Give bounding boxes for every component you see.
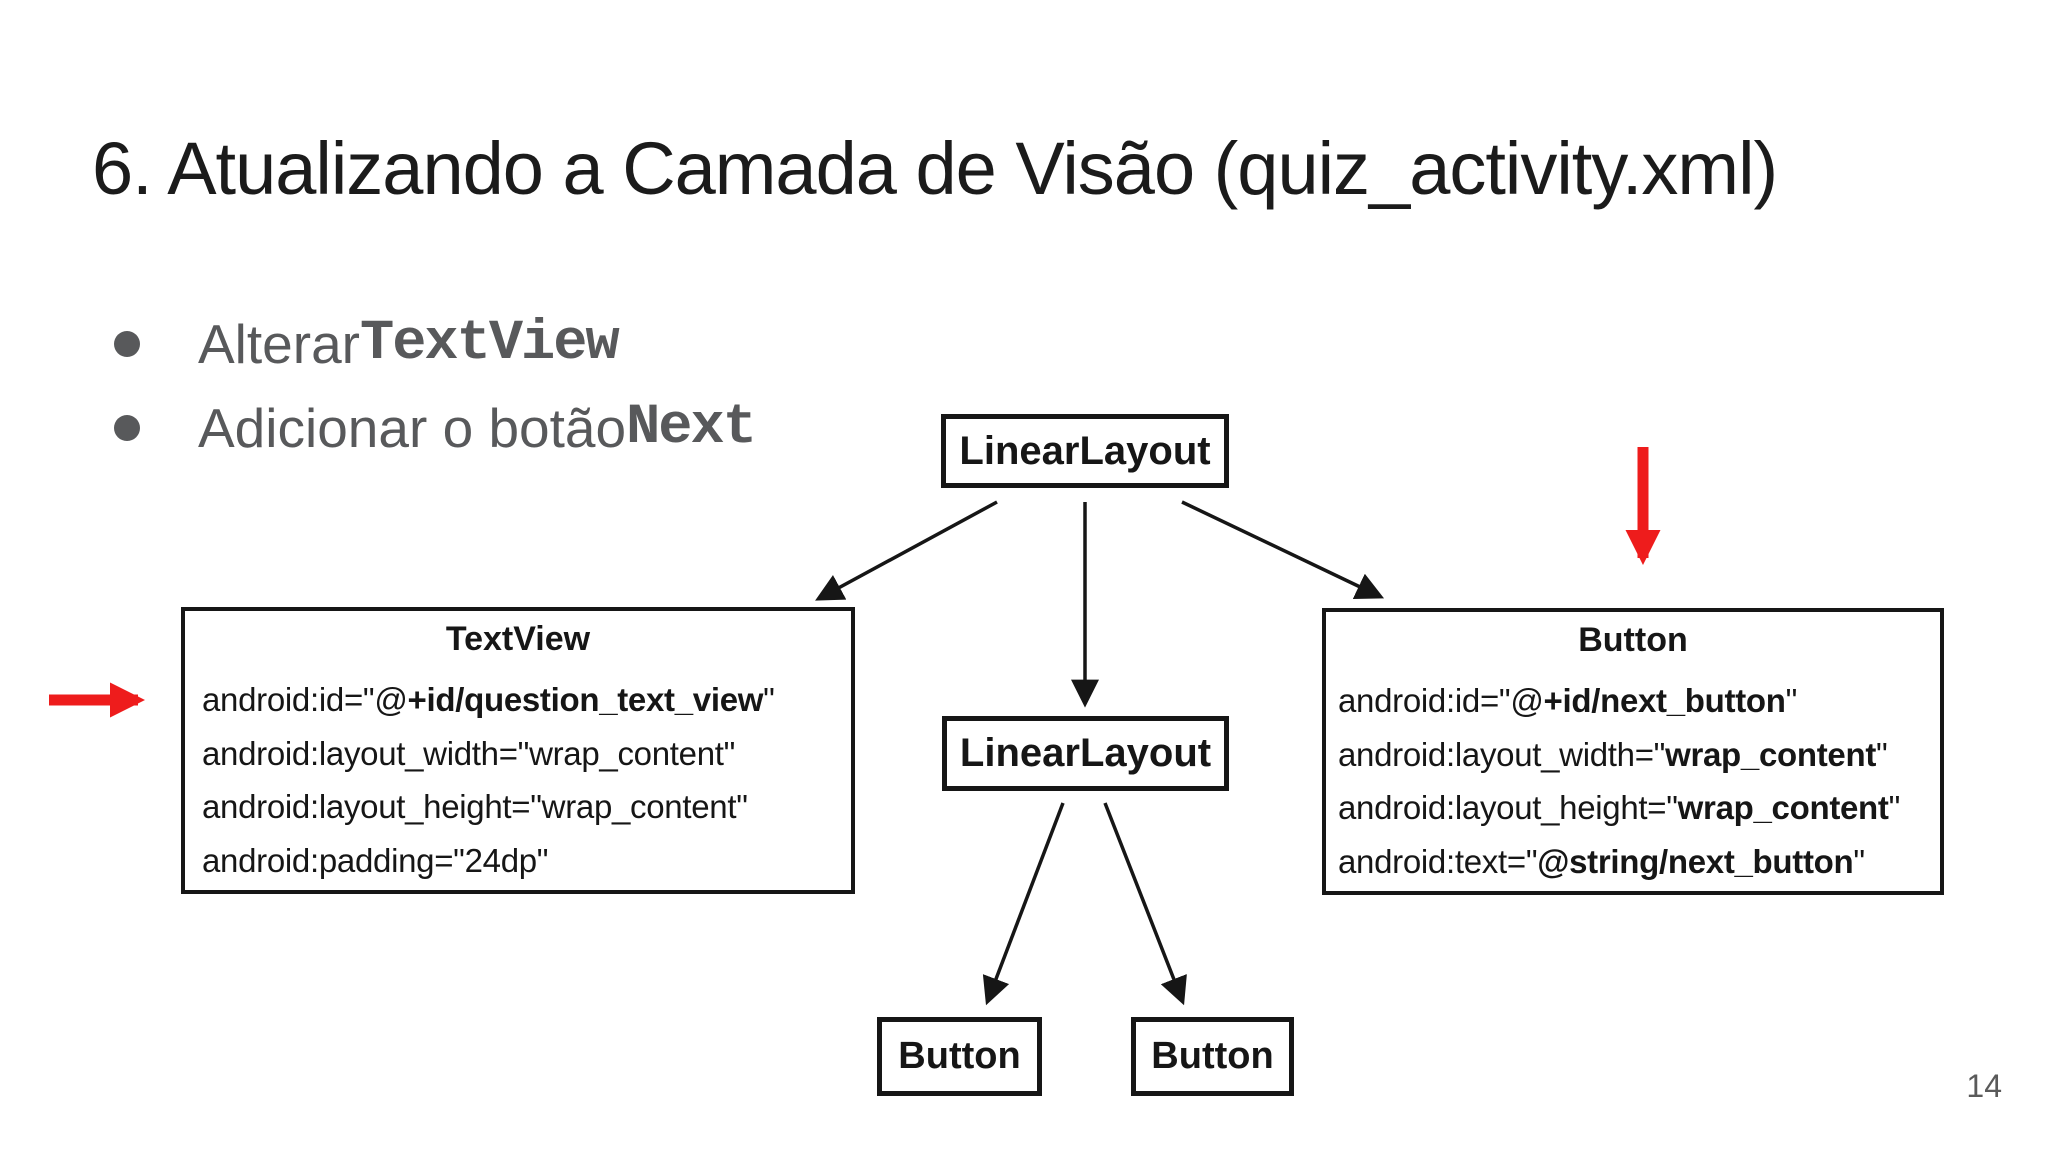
- node-button: Button android:id="@+id/next_button"andr…: [1322, 608, 1944, 895]
- node-label: Button: [1151, 1035, 1274, 1077]
- attr-line: android:layout_height="wrap_content": [202, 788, 748, 825]
- slide-title: 6. Atualizando a Camada de Visão (quiz_a…: [92, 127, 1778, 210]
- bullet-item: Adicionar o botão Next: [114, 396, 757, 460]
- bullet-dot-icon: [114, 331, 140, 357]
- attr-line: android:id="@+id/next_button": [1338, 682, 1798, 719]
- attr-line: android:layout_width="wrap_content": [202, 734, 736, 772]
- attr-line: android:layout_height="wrap_content": [1338, 789, 1901, 826]
- bullet-code: TextView: [360, 312, 620, 376]
- attr-line: android:id="@+id/question_text_view": [202, 681, 775, 718]
- attr-line: android:layout_width="wrap_content": [1338, 735, 1888, 773]
- attr-line: android:padding="24dp": [202, 841, 549, 879]
- bullet-code: Next: [626, 396, 757, 460]
- connector-arrow: [982, 802, 1065, 1006]
- bullet-text: Alterar: [198, 313, 360, 375]
- node-title: Button: [1578, 621, 1688, 659]
- page-number: 14: [1966, 1068, 2002, 1104]
- node-linearlayout-inner: LinearLayout: [942, 716, 1229, 791]
- node-button-leaf-right: Button: [1131, 1017, 1294, 1096]
- attr-list: android:id="@+id/next_button" android:lay…: [1326, 674, 1940, 888]
- bullet-text: Adicionar o botão: [198, 397, 627, 459]
- bullet-item: Alterar TextView: [114, 312, 620, 376]
- bullet-dot-icon: [114, 415, 140, 441]
- connector-arrow: [1103, 802, 1187, 1006]
- connector-arrow: [1181, 500, 1385, 599]
- attr-list: android:id="@+id/question_text_view"andr…: [185, 673, 851, 887]
- node-label: Button: [898, 1035, 1021, 1077]
- attr-line: android:text="@string/next_button": [1338, 842, 1865, 880]
- node-title: TextView: [445, 620, 591, 658]
- node-textview: TextView android:id="@+id/question_text_…: [181, 607, 855, 894]
- node-label: LinearLayout: [959, 428, 1211, 473]
- node-linearlayout-root: LinearLayout: [941, 414, 1229, 488]
- connector-arrow: [815, 500, 998, 601]
- node-button-leaf-left: Button: [877, 1017, 1042, 1096]
- node-label: LinearLayout: [959, 731, 1212, 775]
